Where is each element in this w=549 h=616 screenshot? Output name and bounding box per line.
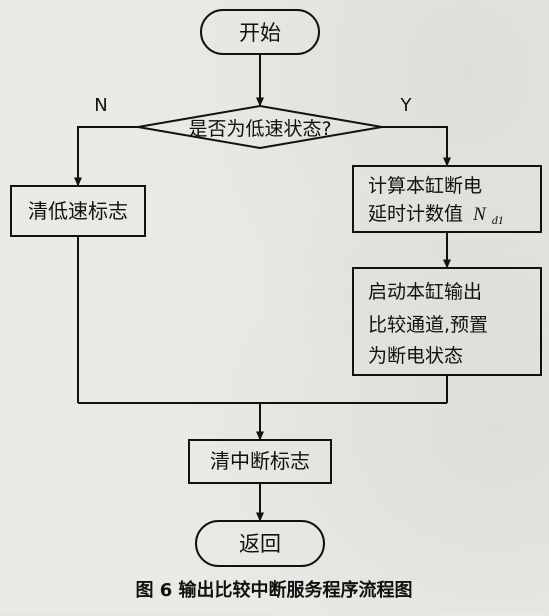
return-label: 返回	[239, 532, 281, 556]
start-compare-line-1: 启动本缸输出	[368, 281, 482, 303]
calc-line-2: 延时计数值 N d1	[368, 203, 504, 227]
clear-interrupt-box: 清中断标志	[188, 439, 332, 484]
calc-variable-subscript: d1	[492, 213, 504, 227]
connectors	[74, 54, 451, 522]
no-branch-line	[74, 126, 138, 187]
branch-yes-label: Y	[400, 95, 413, 116]
branch-no-label: N	[94, 95, 107, 116]
start-compare-line-2: 比较通道,预置	[368, 314, 488, 336]
calc-delay-box: 计算本缸断电 延时计数值 N d1	[352, 165, 542, 233]
return-terminal: 返回	[195, 520, 325, 567]
decision-label: 是否为低速状态?	[188, 118, 331, 140]
clear-interrupt-label: 清中断标志	[210, 449, 310, 473]
decision-diamond: 是否为低速状态?	[137, 104, 383, 150]
calc-line-1: 计算本缸断电	[368, 175, 482, 197]
start-terminal: 开始	[200, 9, 320, 55]
figure-caption: 图 6 输出比较中断服务程序流程图	[135, 579, 412, 601]
start-compare-line-3: 为断电状态	[368, 345, 463, 367]
clear-low-speed-label: 清低速标志	[28, 199, 128, 223]
calc-line-2-text: 延时计数值	[368, 203, 463, 225]
start-compare-box: 启动本缸输出 比较通道,预置 为断电状态	[352, 267, 542, 376]
calc-variable: N	[472, 204, 487, 225]
start-label: 开始	[239, 21, 281, 45]
clear-low-speed-box: 清低速标志	[10, 185, 146, 237]
yes-branch-line	[382, 126, 451, 167]
